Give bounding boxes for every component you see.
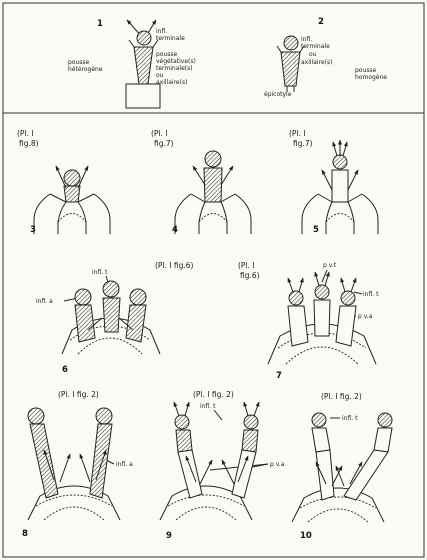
axillary-inflorescence — [175, 415, 189, 429]
label-epicotyle: épicotyle — [264, 91, 292, 98]
panel-1: 1 infl. terminale pousse végétative(s) t… — [68, 19, 196, 108]
label-pousse-vegetative: axillaire(s) — [156, 79, 187, 86]
axillary-shoot — [75, 305, 95, 342]
label-pousse-vegetative: terminale(s) — [156, 65, 193, 72]
label-infl-t: infl. t — [342, 415, 358, 422]
terminal-vegetative-shoot — [314, 300, 330, 336]
plate-reference: fig.8) — [19, 139, 39, 148]
vegetative-shoot — [134, 47, 153, 84]
terminal-inflorescence — [333, 155, 347, 169]
axillary-vegetative-shoot — [336, 306, 356, 346]
axillary-shoot — [374, 428, 392, 452]
plate-reference: (Pl. I fig. 2) — [321, 392, 362, 401]
heterogeneous-shoot — [126, 84, 160, 108]
terminal-inflorescence — [205, 151, 221, 167]
homogeneous-shoot — [281, 52, 300, 86]
axillary-inflorescence — [312, 413, 326, 427]
label-infl: terminale — [301, 43, 330, 50]
label-infl-a: infl. a — [36, 298, 53, 305]
figure-8: (Pl. I fig. 2) infl. a 8 — [22, 390, 133, 539]
figure-4: (Pl. I fig.7) 4 — [151, 129, 251, 235]
figure-number: 10 — [300, 531, 312, 541]
plate-reference: fig.7) — [154, 139, 174, 148]
plate-reference: (Pl. I fig. 2) — [58, 390, 99, 399]
figure-7: (Pl. I fig.6) p v.t infl. t p v.a 7 — [238, 261, 379, 381]
plate-reference: (Pl. I fig. 2) — [193, 390, 234, 399]
label-infl: axillaire(s) — [301, 59, 332, 66]
terminal-inflorescence — [64, 170, 80, 186]
label-pousse-homogene: homogène — [355, 74, 387, 81]
label-pousse-heterogene: pousse — [68, 59, 90, 66]
vegetative-shoot — [344, 450, 388, 500]
figure-3: (Pl. I fig.8) 3 — [17, 129, 110, 235]
axillary-shoot — [312, 428, 330, 452]
label-infl-a: infl. a — [116, 461, 133, 468]
axillary-inflorescence — [244, 415, 258, 429]
panel-2: 2 infl. terminale ou axillaire(s) épicot… — [264, 17, 387, 98]
plate-reference: fig.6) — [240, 271, 260, 280]
figure-5: (Pl. I fig.7) 5 — [289, 129, 378, 235]
figure-number: 2 — [318, 17, 324, 27]
figure-number: 8 — [22, 529, 28, 539]
figure-10: (Pl. I fig. 2) infl. t 10 — [292, 392, 392, 541]
label-pousse-vegetative: ou — [156, 72, 164, 79]
terminal-inflorescence — [315, 285, 329, 299]
plate-reference: (Pl. I — [289, 129, 306, 138]
axillary-inflorescence — [96, 408, 112, 424]
axillary-shoot — [126, 305, 146, 342]
label-infl: infl. — [301, 36, 312, 43]
figure-9: (Pl. I fig. 2) infl. t p v.a 9 — [160, 390, 285, 541]
terminal-inflorescence — [103, 281, 119, 297]
figure-number: 3 — [30, 225, 36, 235]
axillary-shoot — [30, 424, 58, 498]
label-pvt: p v.t — [323, 262, 337, 269]
label-pva: p v.a — [270, 461, 285, 468]
figure-number: 6 — [62, 365, 68, 375]
label-infl-t: infl. t — [92, 269, 108, 276]
label-pva: p v.a — [358, 313, 373, 320]
figure-number: 5 — [313, 225, 319, 235]
figure-number: 1 — [97, 19, 103, 29]
axillary-vegetative-shoot — [288, 306, 308, 346]
figure-6: (Pl. I fig.6) infl. t infl. a 6 — [36, 261, 194, 375]
terminal-inflorescence — [137, 31, 151, 45]
figure-number: 7 — [276, 371, 282, 381]
axillary-inflorescence — [341, 291, 355, 305]
figure-number: 9 — [166, 531, 172, 541]
label-pousse-vegetative: végétative(s) — [156, 58, 196, 65]
axillary-inflorescence — [75, 289, 91, 305]
axillary-inflorescence — [289, 291, 303, 305]
axillary-inflorescence — [28, 408, 44, 424]
terminal-shoot — [103, 298, 120, 332]
inflorescence — [284, 36, 298, 50]
axillary-shoot — [242, 430, 258, 452]
axillary-inflorescence — [130, 289, 146, 305]
label-infl-t: infl. t — [363, 291, 379, 298]
axillary-inflorescence — [378, 413, 392, 427]
label-infl: ou — [309, 51, 317, 58]
vegetative-shoot — [316, 450, 334, 500]
plate-reference: (Pl. I fig.6) — [155, 261, 194, 270]
label-pousse-homogene: pousse — [355, 67, 377, 74]
plate-reference: (Pl. I — [238, 261, 255, 270]
figure-number: 4 — [172, 225, 178, 235]
label-infl-terminale: terminale — [156, 35, 185, 42]
plate-reference: (Pl. I — [151, 129, 168, 138]
label-infl-t: infl. t — [200, 403, 216, 410]
label-pousse-vegetative: pousse — [156, 51, 178, 58]
label-infl-terminale: infl. — [156, 28, 167, 35]
axillary-shoot — [176, 430, 192, 452]
vegetative-shoot — [232, 450, 256, 498]
plate-reference: fig.7) — [293, 139, 313, 148]
plate-reference: (Pl. I — [17, 129, 34, 138]
label-pousse-heterogene: hétérogène — [68, 66, 103, 73]
